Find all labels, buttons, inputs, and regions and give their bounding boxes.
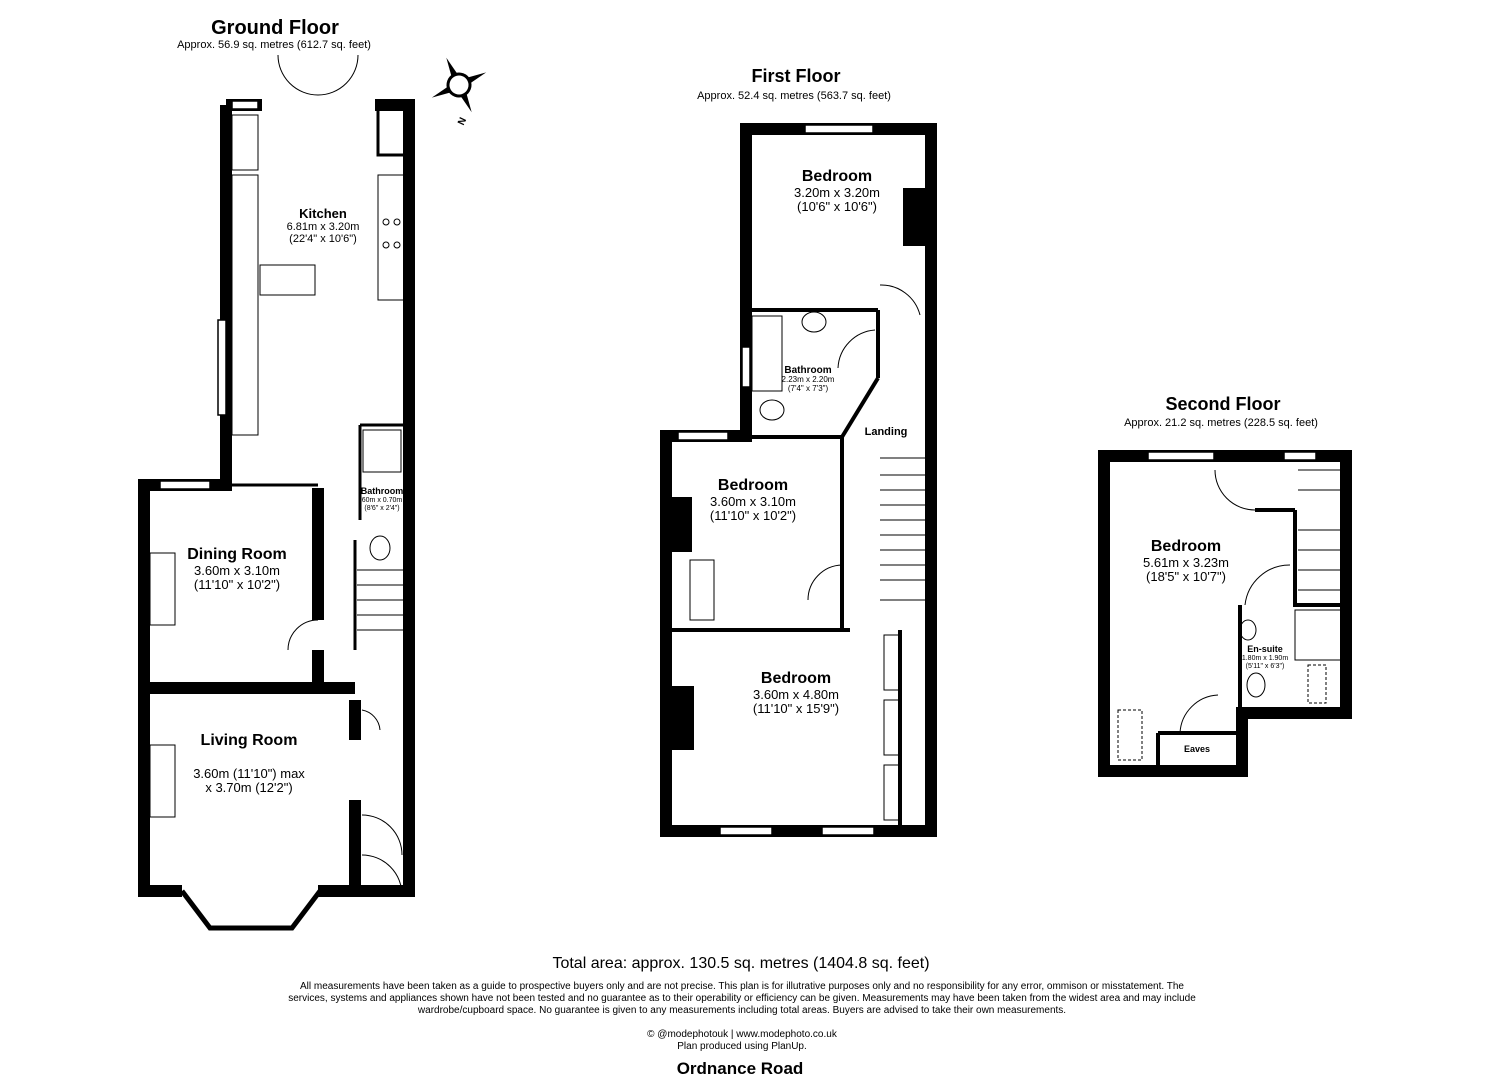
ground-floor-internal — [226, 110, 407, 650]
room-dim-imperial: (11'10" x 10'2") — [709, 507, 797, 523]
room-eaves: Eaves — [1183, 744, 1211, 754]
room-dim-metric: 3.20m x 3.20m — [794, 184, 880, 200]
room-bedroom-3: Bedroom 3.60m x 4.80m (11'10" x 15'9") — [753, 670, 839, 716]
room-living: Living Room — [199, 732, 299, 750]
room-landing: Landing — [864, 426, 908, 438]
room-en-suite: En-suite 1.80m x 1.90m (5'11" x 6'3") — [1241, 644, 1289, 670]
windows — [159, 100, 1317, 836]
first-floor-walls — [660, 123, 937, 837]
room-ground-bathroom: Bathroom 60m x 0.70m (8'6" x 2'4") — [360, 486, 404, 512]
room-dim-metric: 3.60m (11'10") max — [193, 766, 305, 781]
ground-floor-title: Ground Floor — [211, 17, 339, 39]
room-dim-metric: 2.23m x 2.20m — [781, 375, 835, 384]
room-dim-imperial: (11'10" x 15'9") — [752, 700, 840, 716]
total-area: Total area: approx. 130.5 sq. metres (14… — [552, 955, 930, 972]
room-dim-imperial: (18'5" x 10'7") — [1146, 568, 1226, 584]
room-dim-metric: 3.60m x 3.10m — [194, 562, 280, 578]
room-dim-imperial: x 3.70m (12'2") — [205, 780, 293, 796]
second-floor-internal — [1156, 508, 1346, 771]
room-dim-metric: 60m x 0.70m — [361, 496, 403, 504]
second-floor-area: Approx. 21.2 sq. metres (228.5 sq. feet) — [1124, 417, 1318, 429]
compass-icon — [431, 57, 487, 113]
second-floor-title: Second Floor — [1165, 394, 1281, 414]
room-dim-imperial: (5'11" x 6'3") — [1245, 662, 1285, 670]
disclaimer-line-3: wardrobe/cupboard space. No guarantee is… — [417, 1005, 1067, 1016]
chimney-breast — [672, 686, 694, 750]
room-name: En-suite — [1247, 644, 1283, 654]
room-name: Dining Room — [187, 546, 287, 563]
first-floor-title: First Floor — [751, 66, 841, 86]
room-dim-metric: 1.80m x 1.90m — [1241, 654, 1289, 662]
room-name: Bedroom — [1150, 538, 1222, 555]
room-kitchen: Kitchen 6.81m x 3.20m (22'4" x 10'6") — [286, 206, 360, 246]
room-dim-metric: 3.60m x 3.10m — [709, 493, 796, 509]
room-name: Bedroom — [717, 477, 789, 494]
room-name: Living Room — [200, 732, 298, 749]
room-dim-metric: 6.81m x 3.20m — [286, 221, 360, 234]
disclaimer-line-2: services, systems and appliances shown h… — [288, 993, 1196, 1004]
room-dim-imperial: (7'4" x 7'3") — [787, 383, 829, 393]
address-title: Ordnance Road — [676, 1059, 804, 1078]
room-name: Bathroom — [360, 486, 404, 496]
room-name: Bedroom — [760, 670, 832, 687]
second-floor-walls — [1098, 450, 1352, 777]
credit: © @modephotouk | www.modephoto.co.uk — [647, 1029, 837, 1040]
fixtures — [149, 54, 1342, 896]
chimney-breast — [903, 188, 925, 246]
room-dining: Dining Room 3.60m x 3.10m (11'10" x 10'2… — [182, 546, 292, 592]
plan-produced: Plan produced using PlanUp. — [677, 1041, 807, 1052]
room-bedroom-1: Bedroom 3.20m x 3.20m (10'6" x 10'6") — [794, 168, 880, 214]
bay-window — [180, 889, 322, 931]
room-dim-metric: 5.61m x 3.23m — [1143, 554, 1229, 570]
room-dim-imperial: (10'6" x 10'6") — [797, 198, 877, 214]
room-bedroom-4: Bedroom 5.61m x 3.23m (18'5" x 10'7") — [1143, 538, 1229, 584]
chimney-breast — [672, 497, 692, 552]
room-dim-imperial: (22'4" x 10'6") — [289, 233, 357, 246]
disclaimer-line-1: All measurements have been taken as a gu… — [300, 981, 1184, 992]
room-bedroom-2: Bedroom 3.60m x 3.10m (11'10" x 10'2") — [710, 477, 796, 523]
room-name: Bathroom — [784, 365, 832, 376]
ground-floor-area: Approx. 56.9 sq. metres (612.7 sq. feet) — [177, 39, 371, 51]
first-floor-area: Approx. 52.4 sq. metres (563.7 sq. feet) — [697, 90, 891, 102]
room-first-bathroom: Bathroom 2.23m x 2.20m (7'4" x 7'3") — [782, 365, 835, 394]
room-dim-metric: 3.60m x 4.80m — [752, 686, 839, 702]
room-name: Kitchen — [299, 206, 347, 221]
room-living-dims: 3.60m (11'10") max x 3.70m (12'2") — [193, 766, 305, 796]
room-name: Bedroom — [801, 168, 873, 185]
room-dim-imperial: (8'6" x 2'4") — [364, 504, 400, 512]
room-dim-imperial: (11'10" x 10'2") — [193, 576, 281, 592]
